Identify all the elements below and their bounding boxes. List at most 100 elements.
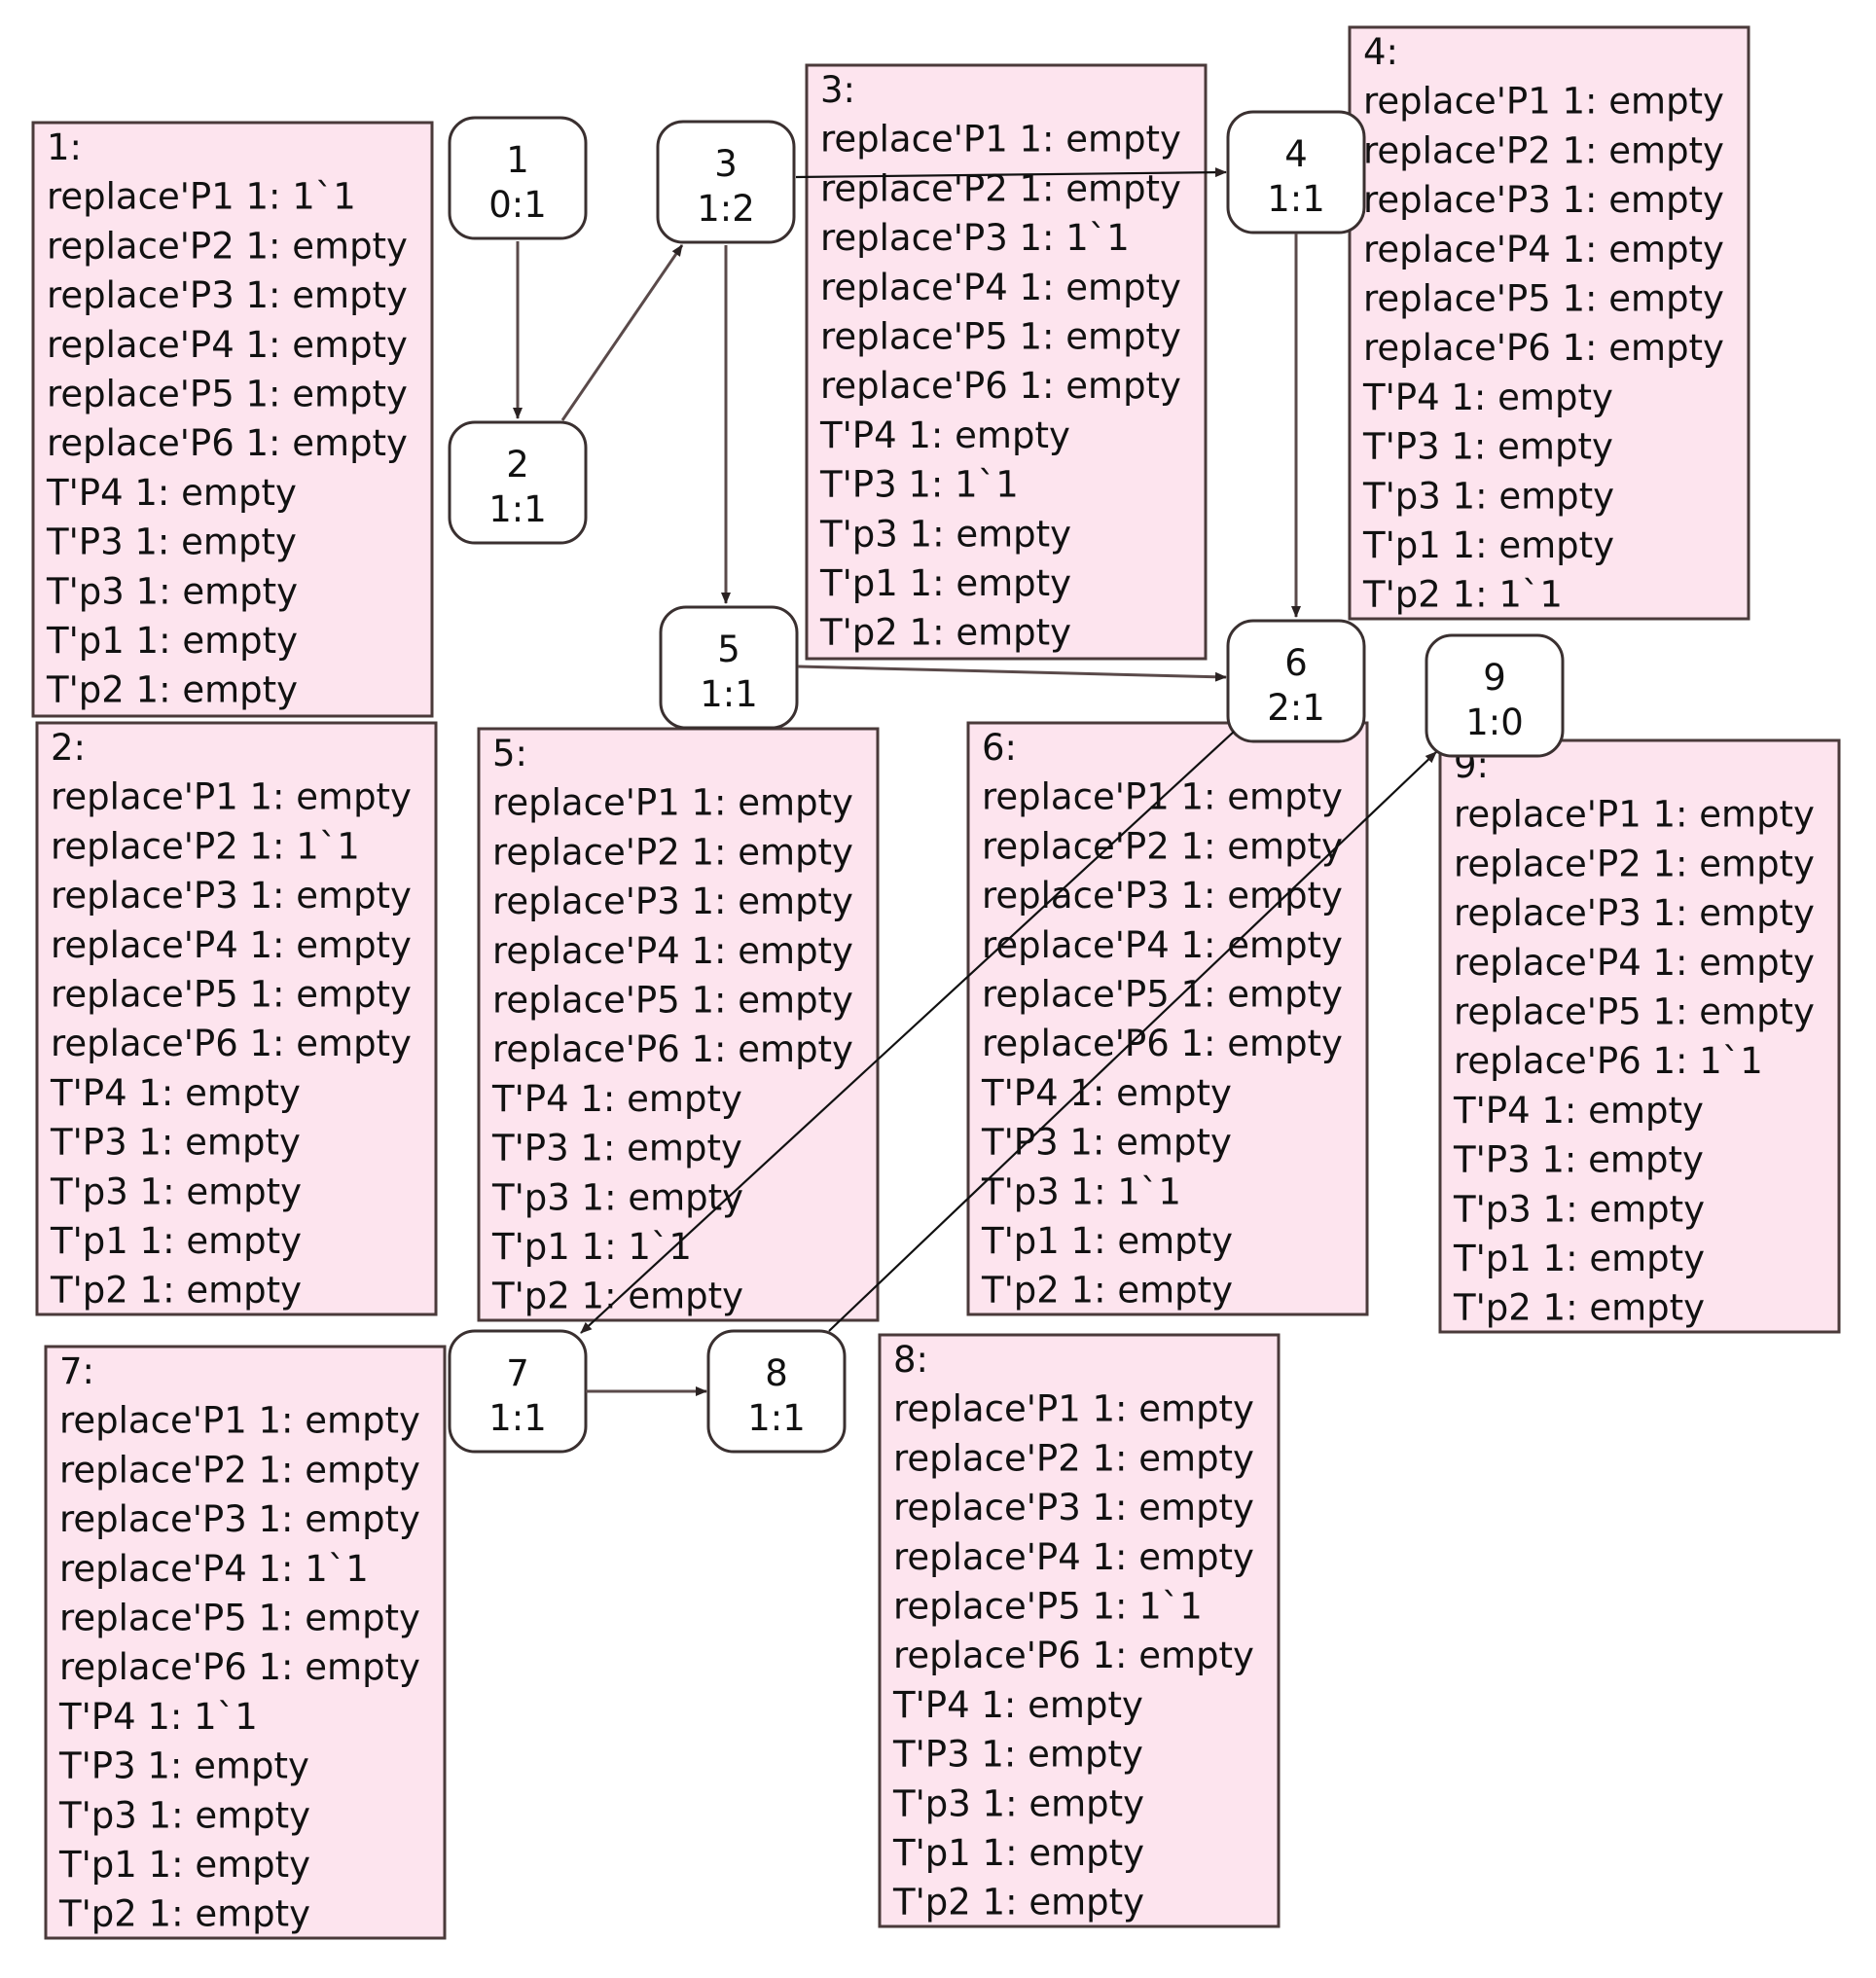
marking-box-5: 5: replace'P1 1: empty replace'P2 1: empty…: [477, 727, 880, 1322]
marking-title: 1:: [47, 126, 82, 168]
marking-line: replace'P6 1: empty: [492, 1028, 853, 1070]
marking-line: T'p1 1: empty: [1362, 524, 1614, 566]
state-node-9[interactable]: 91:0: [1425, 633, 1565, 758]
marking-line: T'p2 1: empty: [981, 1270, 1233, 1312]
state-node-2[interactable]: 21:1: [448, 420, 588, 545]
marking-line: replace'P2 1: empty: [47, 225, 408, 267]
marking-line: T'p1 1: 1`1: [491, 1226, 692, 1268]
arc-8-to-9: [828, 751, 1437, 1332]
state-node-id: 3: [714, 143, 738, 185]
marking-line: replace'P3 1: empty: [1454, 892, 1815, 934]
state-node-degree: 1:0: [1465, 701, 1524, 743]
marking-line: T'p3 1: empty: [491, 1176, 743, 1218]
state-node-4[interactable]: 41:1: [1226, 110, 1366, 234]
marking-line: replace'P6 1: empty: [1363, 327, 1724, 369]
marking-line: replace'P2 1: empty: [1363, 129, 1724, 171]
marking-line: replace'P5 1: empty: [492, 980, 853, 1022]
marking-line: T'p2 1: empty: [1453, 1287, 1705, 1329]
marking-line: T'p2 1: empty: [46, 669, 298, 711]
state-node-degree: 2:1: [1267, 687, 1325, 729]
marking-line: T'p1 1: empty: [1453, 1238, 1705, 1279]
marking-line: replace'P5 1: empty: [1363, 278, 1724, 320]
marking-boxes: 1: replace'P1 1: 1`1 replace'P2 1: empty re…: [31, 25, 1841, 1940]
state-node-frame: [1226, 619, 1366, 743]
marking-box-frame: [1438, 738, 1841, 1334]
marking-line: T'P4 1: empty: [819, 414, 1070, 456]
marking-line: replace'P1 1: empty: [1454, 794, 1815, 836]
marking-line: T'p3 1: empty: [1362, 475, 1614, 517]
marking-title: 2:: [51, 727, 86, 769]
marking-line: replace'P4 1: empty: [820, 267, 1181, 308]
state-node-7[interactable]: 71:1: [448, 1329, 588, 1454]
marking-line: replace'P5 1: 1`1: [893, 1586, 1203, 1628]
marking-line: replace'P5 1: empty: [820, 316, 1181, 358]
marking-line: replace'P5 1: empty: [982, 974, 1343, 1016]
marking-line: T'P3 1: empty: [1453, 1139, 1704, 1181]
state-node-8[interactable]: 81:1: [706, 1329, 847, 1454]
state-node-5[interactable]: 51:1: [659, 605, 799, 730]
marking-line: replace'P1 1: empty: [492, 782, 853, 824]
marking-line: replace'P1 1: empty: [59, 1400, 420, 1442]
marking-title: 5:: [492, 733, 527, 774]
marking-box-frame: [44, 1345, 447, 1940]
marking-line: T'P3 1: empty: [50, 1122, 301, 1164]
marking-line: replace'P1 1: 1`1: [47, 176, 356, 218]
marking-line: T'P4 1: empty: [50, 1072, 301, 1114]
state-node-1[interactable]: 10:1: [448, 116, 588, 240]
marking-box-frame: [31, 121, 434, 718]
marking-title: 4:: [1363, 31, 1398, 73]
marking-line: T'p3 1: empty: [819, 513, 1071, 555]
marking-line: replace'P6 1: empty: [982, 1023, 1343, 1064]
state-node-id: 2: [506, 444, 529, 486]
state-node-frame: [448, 116, 588, 240]
marking-line: replace'P3 1: empty: [982, 875, 1343, 917]
marking-line: T'P4 1: empty: [491, 1078, 742, 1120]
marking-line: T'p2 1: empty: [819, 612, 1071, 654]
marking-box-frame: [477, 727, 880, 1322]
state-node-degree: 1:2: [697, 188, 755, 230]
marking-line: replace'P6 1: empty: [47, 422, 408, 464]
state-node-degree: 1:1: [488, 488, 547, 530]
marking-line: replace'P6 1: empty: [51, 1023, 412, 1064]
arc-6-to-7: [580, 731, 1235, 1334]
marking-title: 8:: [893, 1339, 928, 1381]
marking-line: replace'P1 1: empty: [820, 119, 1181, 161]
marking-title: 7:: [59, 1350, 94, 1392]
marking-line: T'p1 1: empty: [819, 562, 1071, 604]
marking-line: T'p1 1: empty: [58, 1844, 310, 1886]
marking-line: T'P4 1: empty: [1362, 377, 1613, 418]
marking-line: replace'P2 1: empty: [1454, 843, 1815, 884]
marking-line: replace'P1 1: empty: [893, 1388, 1254, 1430]
marking-line: T'p2 1: 1`1: [1362, 574, 1563, 616]
state-node-degree: 1:1: [1267, 178, 1325, 220]
state-node-id: 6: [1284, 642, 1308, 684]
state-node-id: 7: [506, 1352, 529, 1394]
marking-line: replace'P3 1: empty: [51, 875, 412, 917]
marking-line: replace'P3 1: empty: [492, 881, 853, 922]
state-node-id: 9: [1483, 657, 1506, 699]
state-node-3[interactable]: 31:2: [656, 120, 796, 244]
state-node-degree: 1:1: [488, 1397, 547, 1439]
marking-line: replace'P5 1: empty: [51, 974, 412, 1016]
state-node-6[interactable]: 62:1: [1226, 619, 1366, 743]
marking-box-frame: [966, 721, 1369, 1316]
marking-line: replace'P4 1: empty: [47, 324, 408, 366]
marking-line: replace'P6 1: empty: [59, 1646, 420, 1688]
marking-line: T'P4 1: 1`1: [58, 1696, 258, 1738]
marking-line: replace'P4 1: empty: [51, 924, 412, 966]
marking-box-frame: [1348, 25, 1750, 621]
marking-line: T'P4 1: empty: [892, 1684, 1143, 1726]
state-nodes: 10:121:131:241:151:162:171:181:191:0: [448, 110, 1565, 1454]
marking-line: T'p1 1: empty: [46, 620, 298, 662]
marking-line: replace'P6 1: 1`1: [1454, 1040, 1763, 1082]
state-node-id: 5: [717, 629, 740, 670]
marking-line: replace'P2 1: empty: [492, 831, 853, 873]
arc-3-to-4: [795, 167, 1227, 179]
marking-line: replace'P4 1: empty: [1454, 942, 1815, 984]
state-arcs: [513, 167, 1437, 1396]
marking-box-frame: [878, 1333, 1281, 1928]
marking-line: replace'P3 1: empty: [59, 1498, 420, 1540]
